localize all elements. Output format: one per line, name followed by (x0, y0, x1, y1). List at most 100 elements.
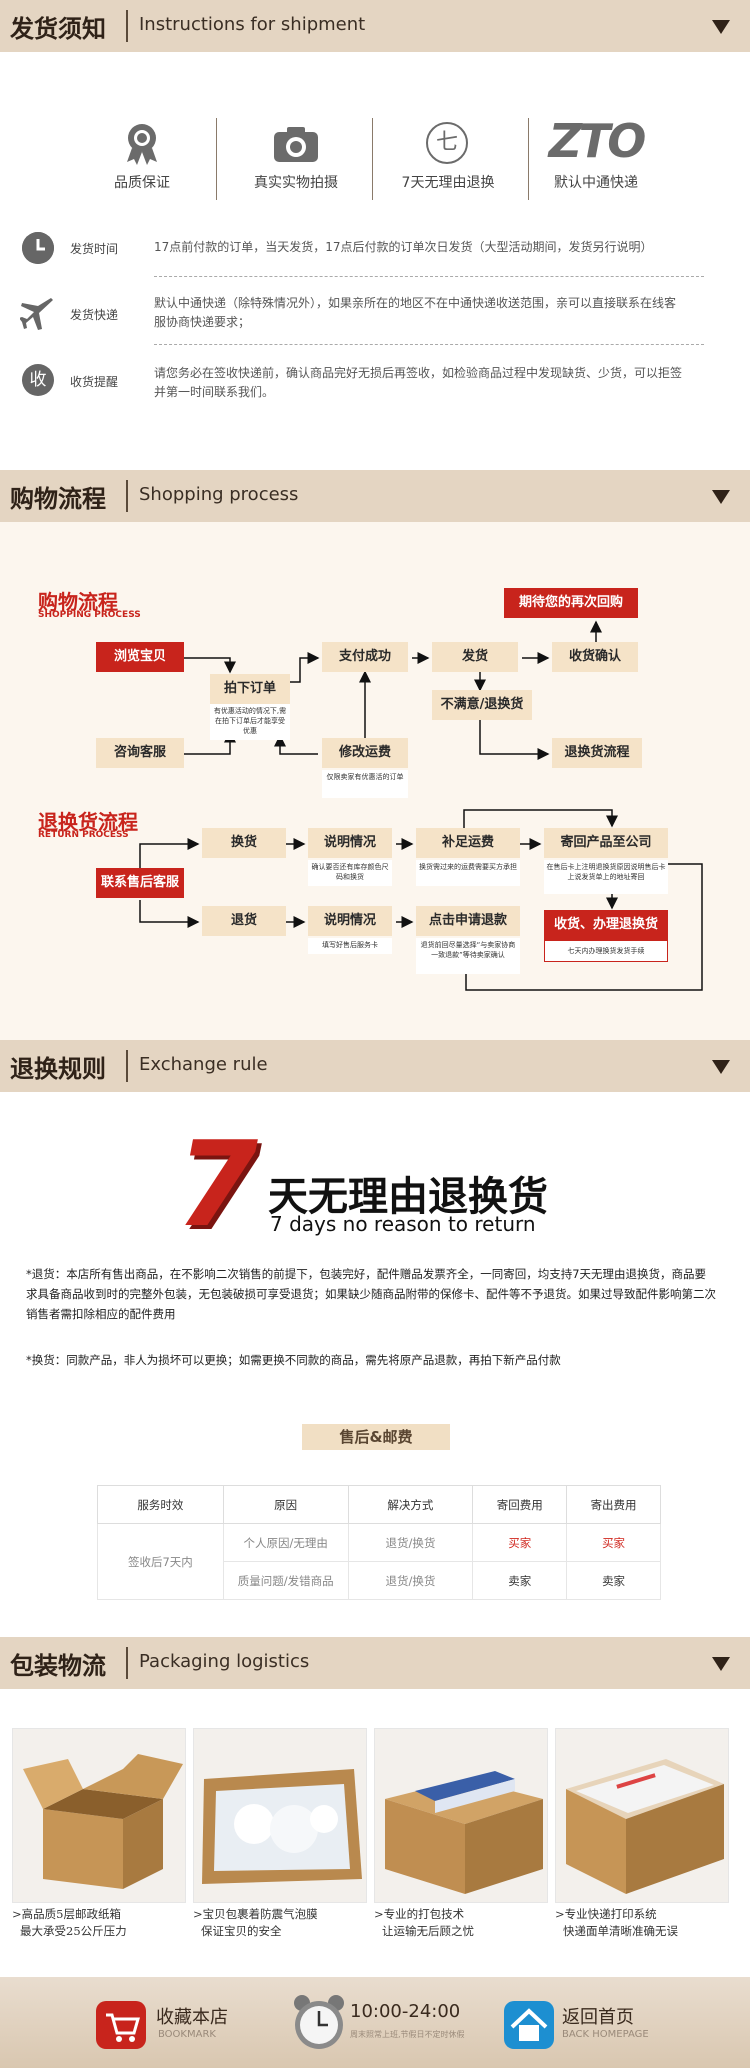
order-note: 有优惠活动的情况下,需在拍下订单后才能享受优惠 (210, 704, 290, 740)
divider (126, 10, 128, 42)
section-title-zh: 退换规则 (10, 1055, 106, 1083)
modify-note: 仅限卖家有优惠活的订单 (322, 770, 408, 798)
info-text: 请您务必在签收快递前，确认商品完好无损后再签收，如检验商品过程中发现缺货、少货，… (154, 366, 683, 399)
step-modify-freight: 修改运费 (322, 738, 408, 768)
divider (126, 1647, 128, 1679)
info-label: 发货时间 (70, 242, 119, 256)
explain2-note: 填写好售后服务卡 (308, 938, 392, 954)
flow-diagram: 购物流程 SHOPPING PROCESS 浏览宝贝 咨询客服 拍下订单 有优惠… (0, 522, 750, 1040)
info-text: 默认中通快递（除特殊情况外），如果亲所在的地区不在中通快递收送范围，亲可以直接联… (154, 296, 677, 329)
feature-label: 默认中通快递 (554, 175, 638, 191)
home-button[interactable] (502, 1999, 556, 2051)
section-title-en: Instructions for shipment (139, 14, 366, 35)
step-ship: 发货 (432, 642, 518, 672)
package-caption-line: 让运输无后顾之忧 (382, 1924, 474, 1938)
package-caption: >专业的打包技术 让运输无后顾之忧 (374, 1906, 552, 1940)
table-cell: 买家 (472, 1523, 568, 1562)
shopping-section-header: 购物流程 Shopping process (0, 470, 750, 522)
package-caption-line: >专业快递打印系统 (555, 1907, 657, 1921)
info-label: 发货快递 (70, 308, 119, 322)
package-caption-line: >高品质5层邮政纸箱 (12, 1907, 121, 1921)
divider (126, 480, 128, 512)
bookmark-label[interactable]: 收藏本店 (156, 2007, 228, 2028)
package-image-label (555, 1728, 729, 1903)
table-cell: 卖家 (472, 1561, 568, 1600)
step-contact-service: 联系售后客服 (96, 868, 184, 898)
shipment-section-header: 发货须知 Instructions for shipment (0, 0, 750, 52)
flow-arrows (139, 620, 703, 991)
package-caption-line: 快递面单清晰准确无误 (563, 1924, 678, 1938)
package-caption-line: >宝贝包裹着防震气泡膜 (193, 1907, 318, 1921)
clock-icon (22, 232, 54, 264)
table-header: 原因 (222, 1485, 349, 1524)
feature-divider (372, 118, 373, 200)
section-title-zh: 购物流程 (10, 485, 106, 513)
step-return-flow: 退换货流程 (552, 738, 642, 768)
package-image-taped (374, 1728, 548, 1903)
step-receive-return: 收货、办理退换货 (544, 910, 668, 940)
section-title-en: Shopping process (139, 484, 299, 505)
freight-note: 换货需过来的运费需要买方承担 (416, 860, 520, 886)
step-expect-rebuy: 期待您的再次回购 (504, 588, 638, 618)
receive-return-note: 七天内办理换货发货手续 (544, 940, 668, 962)
packaging-section-header: 包装物流 Packaging logistics (0, 1637, 750, 1689)
slogan-en: 7 days no reason to return (270, 1212, 536, 1236)
section-title-zh: 发货须知 (10, 15, 106, 43)
return-title: 退换货流程 (38, 810, 138, 834)
section-title-en: Packaging logistics (139, 1651, 310, 1672)
feature-divider (528, 118, 529, 200)
section-title-en: Exchange rule (139, 1054, 268, 1075)
step-pay-success: 支付成功 (322, 642, 408, 672)
service-table: 服务时效 原因 解决方式 寄回费用 寄出费用 签收后7天内 个人原因/无理由 退… (97, 1485, 661, 1600)
table-header: 服务时效 (97, 1485, 224, 1524)
dashed-divider (154, 344, 704, 345)
receive-icon: 收 (22, 364, 54, 396)
package-caption: >高品质5层邮政纸箱 最大承受25公斤压力 (12, 1906, 190, 1940)
package-caption: >宝贝包裹着防震气泡膜 保证宝贝的安全 (193, 1906, 371, 1940)
package-caption-line: >专业的打包技术 (374, 1907, 465, 1921)
package-caption: >专业快递打印系统 快递面单清晰准确无误 (555, 1906, 733, 1940)
info-text: 17点前付款的订单，当天发货，17点后付款的订单次日发货（大型活动期间，发货另行… (154, 240, 653, 254)
info-label: 收货提醒 (70, 375, 119, 389)
feature-label: 7天无理由退换 (401, 175, 495, 191)
feature-label: 真实实物拍摄 (254, 175, 338, 191)
step-unsatisfied: 不满意/退换货 (432, 690, 532, 720)
home-label[interactable]: 返回首页 (562, 2007, 634, 2028)
exchange-section-header: 退换规则 Exchange rule (0, 1040, 750, 1092)
table-cell: 退货/换货 (347, 1523, 474, 1562)
collapse-triangle-icon[interactable] (712, 1657, 730, 1671)
collapse-triangle-icon[interactable] (712, 20, 730, 34)
table-cell: 退货/换货 (347, 1561, 474, 1600)
return-subtitle: RETURN PROCESS (38, 830, 129, 840)
step-send-back: 寄回产品至公司 (544, 828, 668, 858)
feature-divider (216, 118, 217, 200)
bookmark-sublabel: BOOKMARK (158, 2029, 216, 2040)
collapse-triangle-icon[interactable] (712, 1060, 730, 1074)
step-freight: 补足运费 (416, 828, 520, 858)
seven-icon: 七 (426, 122, 468, 164)
big-seven-logo: 7 (176, 1115, 259, 1253)
table-header: 解决方式 (347, 1485, 474, 1524)
dashed-divider (154, 276, 704, 277)
table-row: 质量问题/发错商品 退货/换货 卖家 卖家 (98, 1561, 661, 1600)
explain1-note: 确认要否还有库存颜色尺码和换货 (308, 860, 392, 886)
home-icon (504, 2001, 554, 2049)
collapse-triangle-icon[interactable] (712, 490, 730, 504)
package-image-bubble (193, 1728, 367, 1903)
table-cell: 个人原因/无理由 (222, 1523, 349, 1562)
camera-icon (274, 127, 318, 162)
divider (126, 1050, 128, 1082)
footer-bar: 收藏本店 BOOKMARK 10:00-24:00 周末照常上班,节假日不定时休… (0, 1977, 750, 2068)
zto-logo: ZTO (548, 114, 647, 168)
alarm-clock-icon (292, 1993, 346, 2053)
process-title: 购物流程 (38, 590, 118, 614)
step-confirm: 收货确认 (552, 642, 638, 672)
slogan-zh: 天无理由退换货 (268, 1174, 548, 1220)
bookmark-button[interactable] (94, 1999, 148, 2051)
table-cell-period: 签收后7天内 (97, 1523, 224, 1600)
package-caption-line: 最大承受25公斤压力 (20, 1924, 127, 1938)
table-header-row: 服务时效 原因 解决方式 寄回费用 寄出费用 (97, 1485, 661, 1524)
home-sublabel: BACK HOMEPAGE (562, 2029, 649, 2040)
table-cell: 买家 (566, 1523, 661, 1562)
step-explain-2: 说明情况 (308, 906, 392, 936)
